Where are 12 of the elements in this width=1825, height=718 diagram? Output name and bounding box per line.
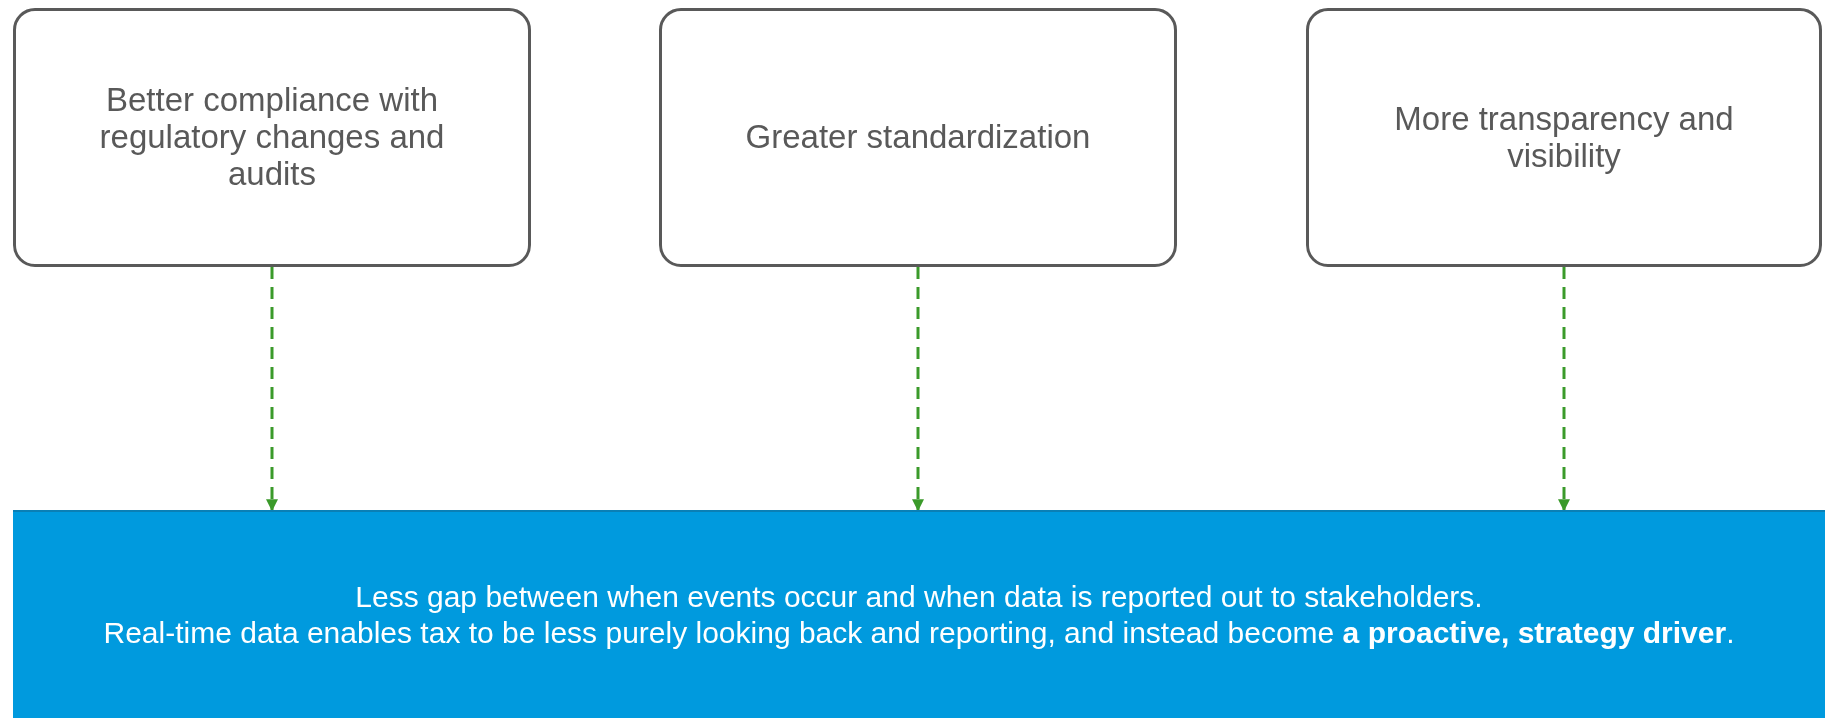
node-text: More transparency and visibility <box>1393 100 1735 175</box>
benefit-box <box>13 8 531 267</box>
dashed-arrow <box>1558 267 1570 512</box>
outcome-banner <box>13 510 1825 718</box>
dashed-arrow <box>912 267 924 512</box>
benefit-box <box>1306 8 1822 267</box>
node-text: Better compliance with regulatory changes and audits <box>98 82 446 193</box>
benefit-box <box>659 8 1177 267</box>
node-text: Greater standardization <box>745 119 1091 156</box>
node-text: Real-time data enables tax to be less purely looking back and reporting, and instead become a proactive, strategy driver. <box>103 615 1735 651</box>
dashed-arrow <box>266 267 278 512</box>
node-text: Less gap between when events occur and when data is reported out to stakeholders. <box>355 579 1483 615</box>
